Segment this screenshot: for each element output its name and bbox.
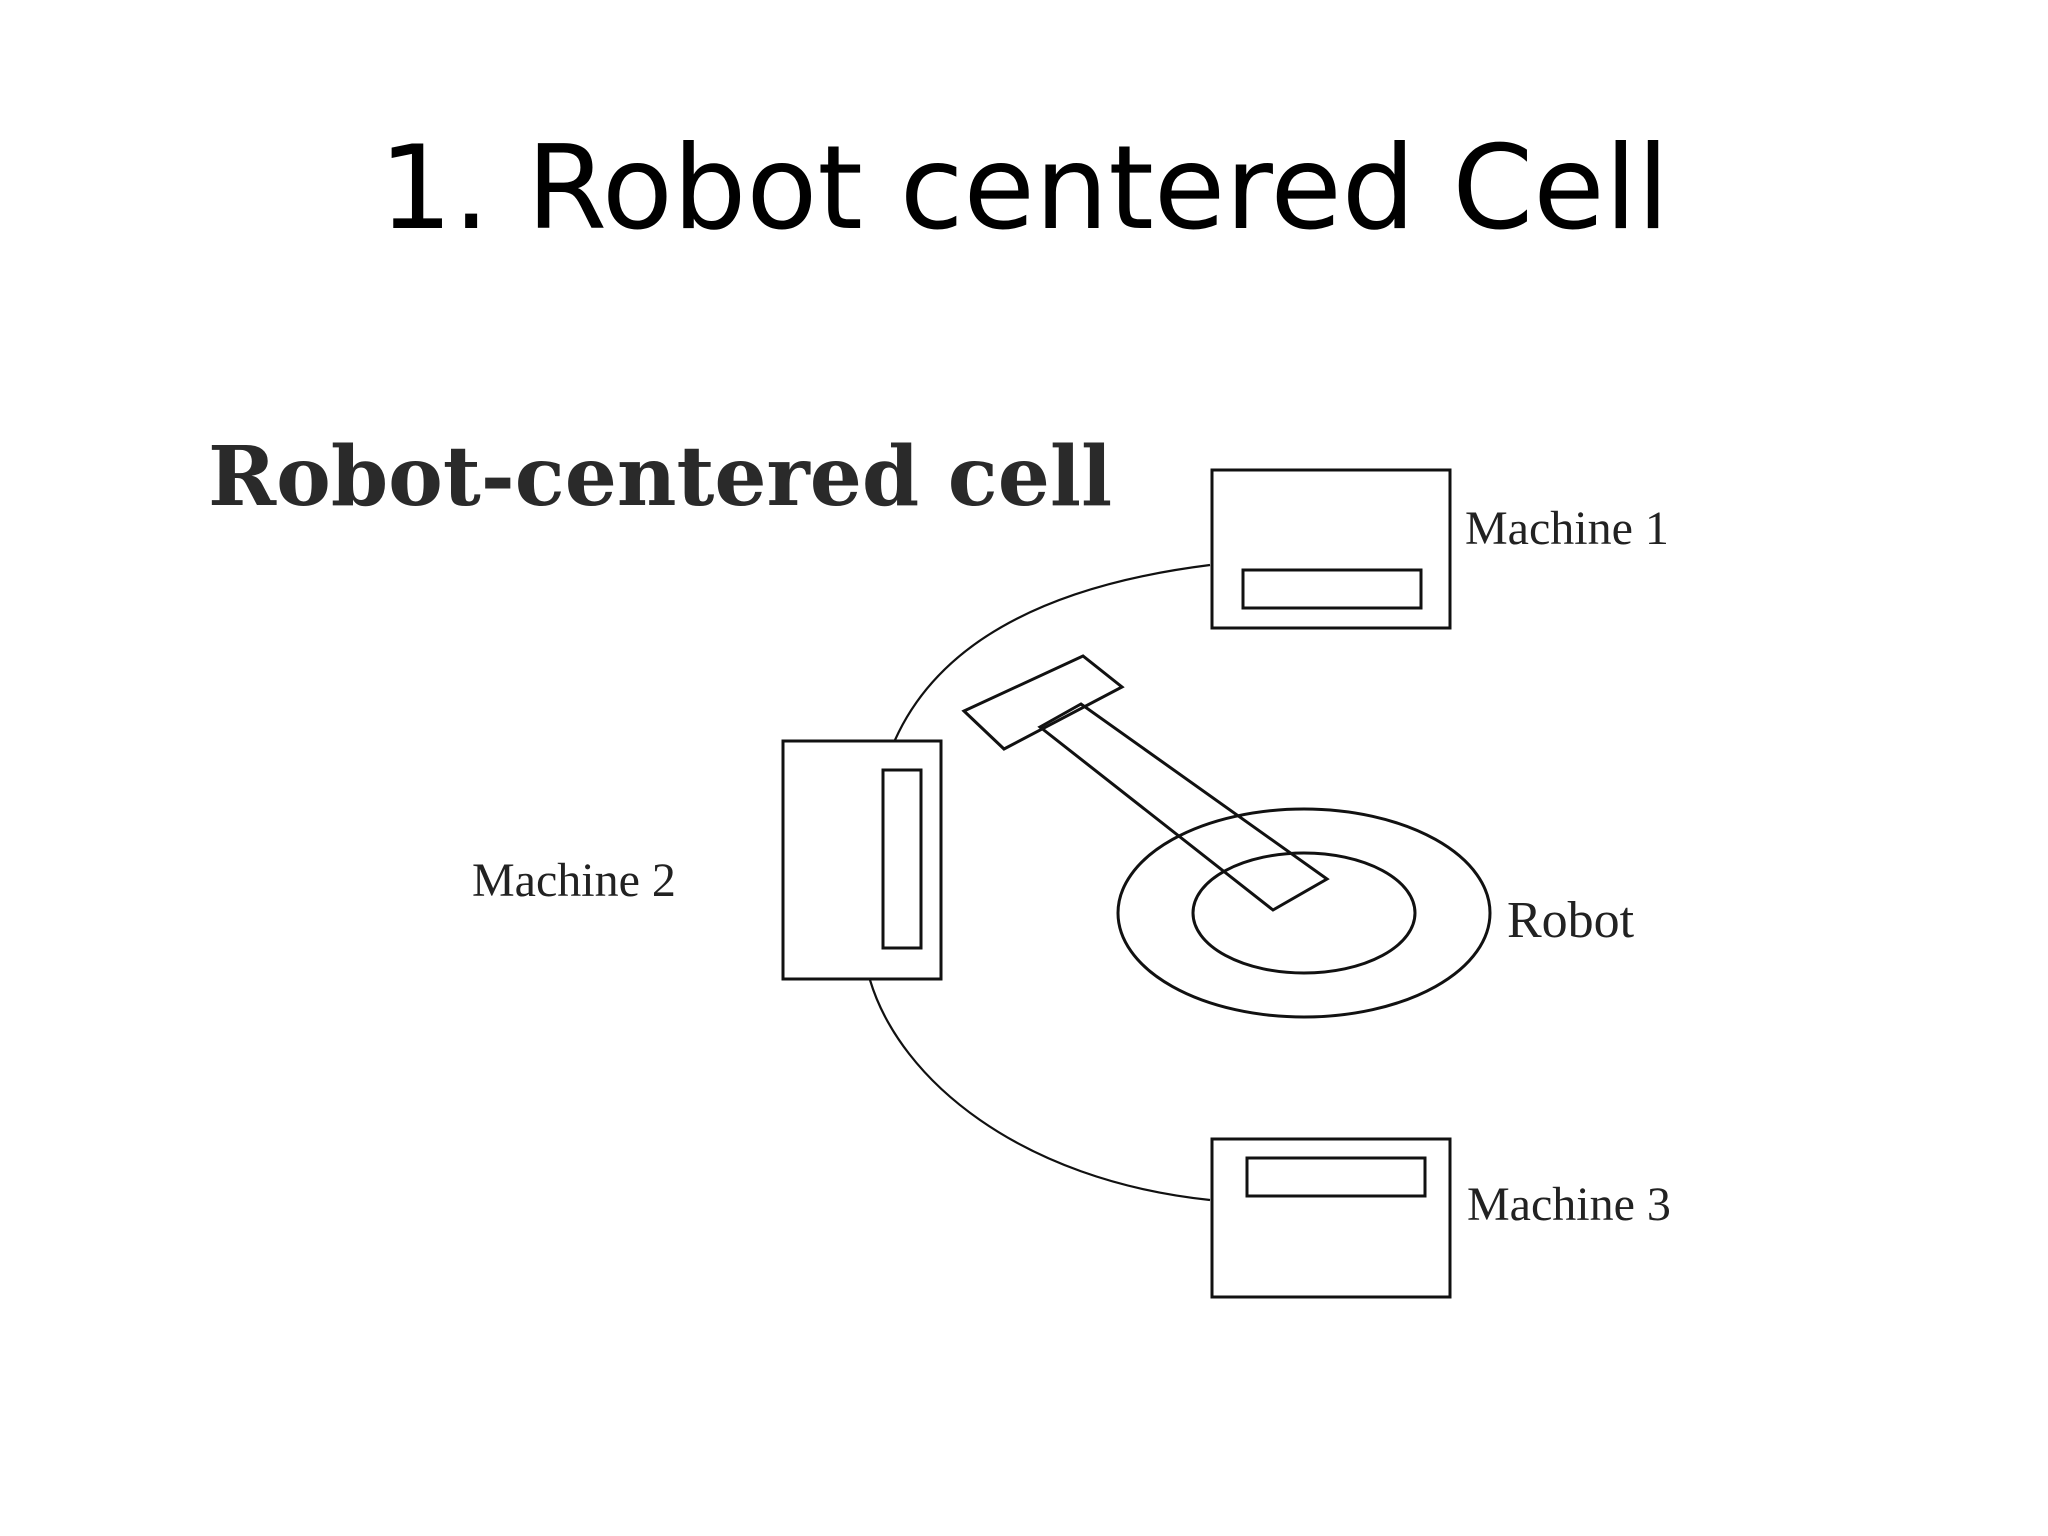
robot bbox=[961, 654, 1492, 1019]
robot-outer-base bbox=[1116, 807, 1492, 1019]
robot-reach-arc-lower bbox=[868, 979, 1211, 1202]
robot-inner-base bbox=[1191, 851, 1417, 975]
machine-2 bbox=[781, 739, 943, 981]
slide-title: 1. Robot centered Cell bbox=[378, 121, 1670, 256]
robot-label: Robot bbox=[1507, 892, 1635, 949]
machine-1-label: Machine 1 bbox=[1465, 502, 1669, 555]
robot-arm bbox=[1037, 702, 1330, 912]
diagram-heading: Robot-centered cell bbox=[208, 429, 1112, 525]
machine-3-label: Machine 3 bbox=[1467, 1178, 1671, 1231]
robot-gripper bbox=[961, 654, 1125, 751]
machine-3 bbox=[1210, 1137, 1452, 1299]
robot-reach-arc bbox=[893, 563, 1211, 741]
machine-1 bbox=[1210, 468, 1452, 630]
machine-2-label: Machine 2 bbox=[472, 854, 676, 907]
